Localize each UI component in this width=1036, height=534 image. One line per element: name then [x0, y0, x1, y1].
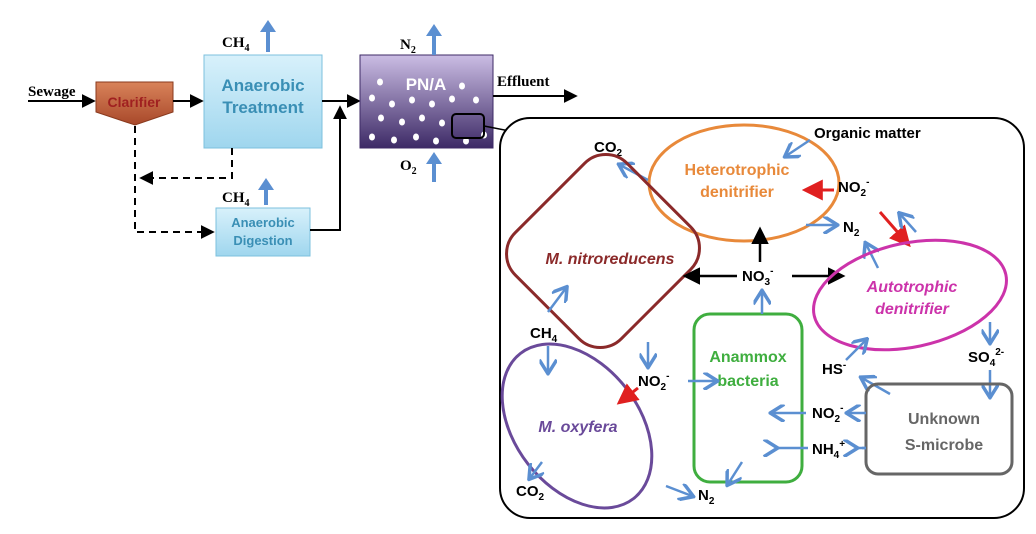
unknown-label-1: Unknown [908, 411, 980, 428]
no2-lower-right-label: NO2- [812, 403, 843, 425]
microbe-detail-panel [499, 117, 1025, 519]
pna-reactor [359, 54, 494, 149]
so4-label: SO42- [968, 347, 1004, 369]
digestion-to-pna-arrow [310, 105, 347, 231]
n2-arrowhead [426, 24, 442, 36]
no2-left-label: NO2- [638, 371, 669, 393]
recycle-dashed [139, 148, 233, 185]
anammox-label-2: bacteria [717, 373, 778, 390]
pna-label: PN/A [406, 75, 447, 94]
clarifier-shape [95, 81, 174, 126]
oxyfera-to-n2-arrow [665, 486, 692, 496]
effluent-label: Effluent [497, 74, 550, 90]
unknown-label-2: S-microbe [905, 437, 983, 454]
hs-to-autotrophic-arrow [845, 340, 866, 361]
co2-top-label: CO2 [594, 139, 623, 159]
n2-right-label: N2 [843, 219, 860, 239]
autotrophic-label-1: Autotrophic [866, 279, 958, 296]
ch4-digestion-arrowhead [258, 178, 274, 190]
m-oxyfera-label: M. oxyfera [538, 419, 617, 436]
o2-label: O2 [400, 158, 417, 177]
anaerobic-treatment-box [203, 54, 323, 149]
unknown-s-microbe-box [864, 382, 1014, 476]
anammox-to-n2-arrow [728, 461, 744, 484]
clarifier-label: Clarifier [108, 94, 161, 110]
no2-to-oxyfera-arrow [616, 383, 640, 405]
ch4-treatment-arrowhead [260, 20, 276, 32]
sludge-to-digestion-dashed [134, 126, 215, 239]
m-nitroreducens-shape [505, 153, 701, 349]
n2-label: N2 [400, 37, 416, 56]
no2-top-label: NO2- [838, 177, 869, 199]
heterotrophic-label-2: denitrifier [700, 184, 774, 201]
heterotrophic-label-1: Heterotrophic [685, 162, 790, 179]
o2-arrowhead [426, 152, 442, 164]
pna-bubbles [369, 78, 487, 145]
autotrophic-denitrifier-ellipse [812, 238, 1008, 352]
m-nitroreducens-label: M. nitroreducens [546, 251, 675, 268]
anaerobic-treatment-label-2: Treatment [222, 98, 304, 117]
anammox-label-1: Anammox [709, 349, 786, 366]
n2-bottom-label: N2 [698, 487, 715, 507]
n2-from-autotrophic-arrow [866, 244, 878, 269]
co2-bottom-label: CO2 [516, 483, 545, 503]
anaerobic-digestion-box [215, 207, 311, 257]
ch4-to-nitroreducens-arrow [547, 288, 566, 313]
ch4-detail-label: CH4 [530, 325, 558, 345]
anaerobic-treatment-label-1: Anaerobic [221, 76, 304, 95]
autotrophic-label-2: denitrifier [875, 301, 950, 318]
no3-label: NO3- [742, 266, 773, 288]
organic-matter-arrow [786, 138, 811, 156]
ch4-digestion-label: CH4 [222, 190, 250, 209]
anaerobic-digestion-label-2: Digestion [233, 233, 292, 248]
hs-label: HS- [822, 360, 846, 378]
ch4-treatment-label: CH4 [222, 35, 250, 54]
anaerobic-digestion-label-1: Anaerobic [231, 215, 295, 230]
sewage-label: Sewage [28, 84, 76, 100]
anammox-box [692, 312, 804, 484]
organic-matter-label: Organic matter [814, 125, 921, 142]
unknown-to-hs-arrow [862, 378, 891, 396]
heterotrophic-denitrifier-ellipse [647, 123, 841, 243]
no2-to-autotrophic-arrow [878, 211, 911, 248]
oxyfera-to-co2-arrow [530, 461, 542, 478]
nh4-label: NH4+ [812, 439, 845, 461]
autotrophic-upper-arrow [900, 214, 917, 233]
